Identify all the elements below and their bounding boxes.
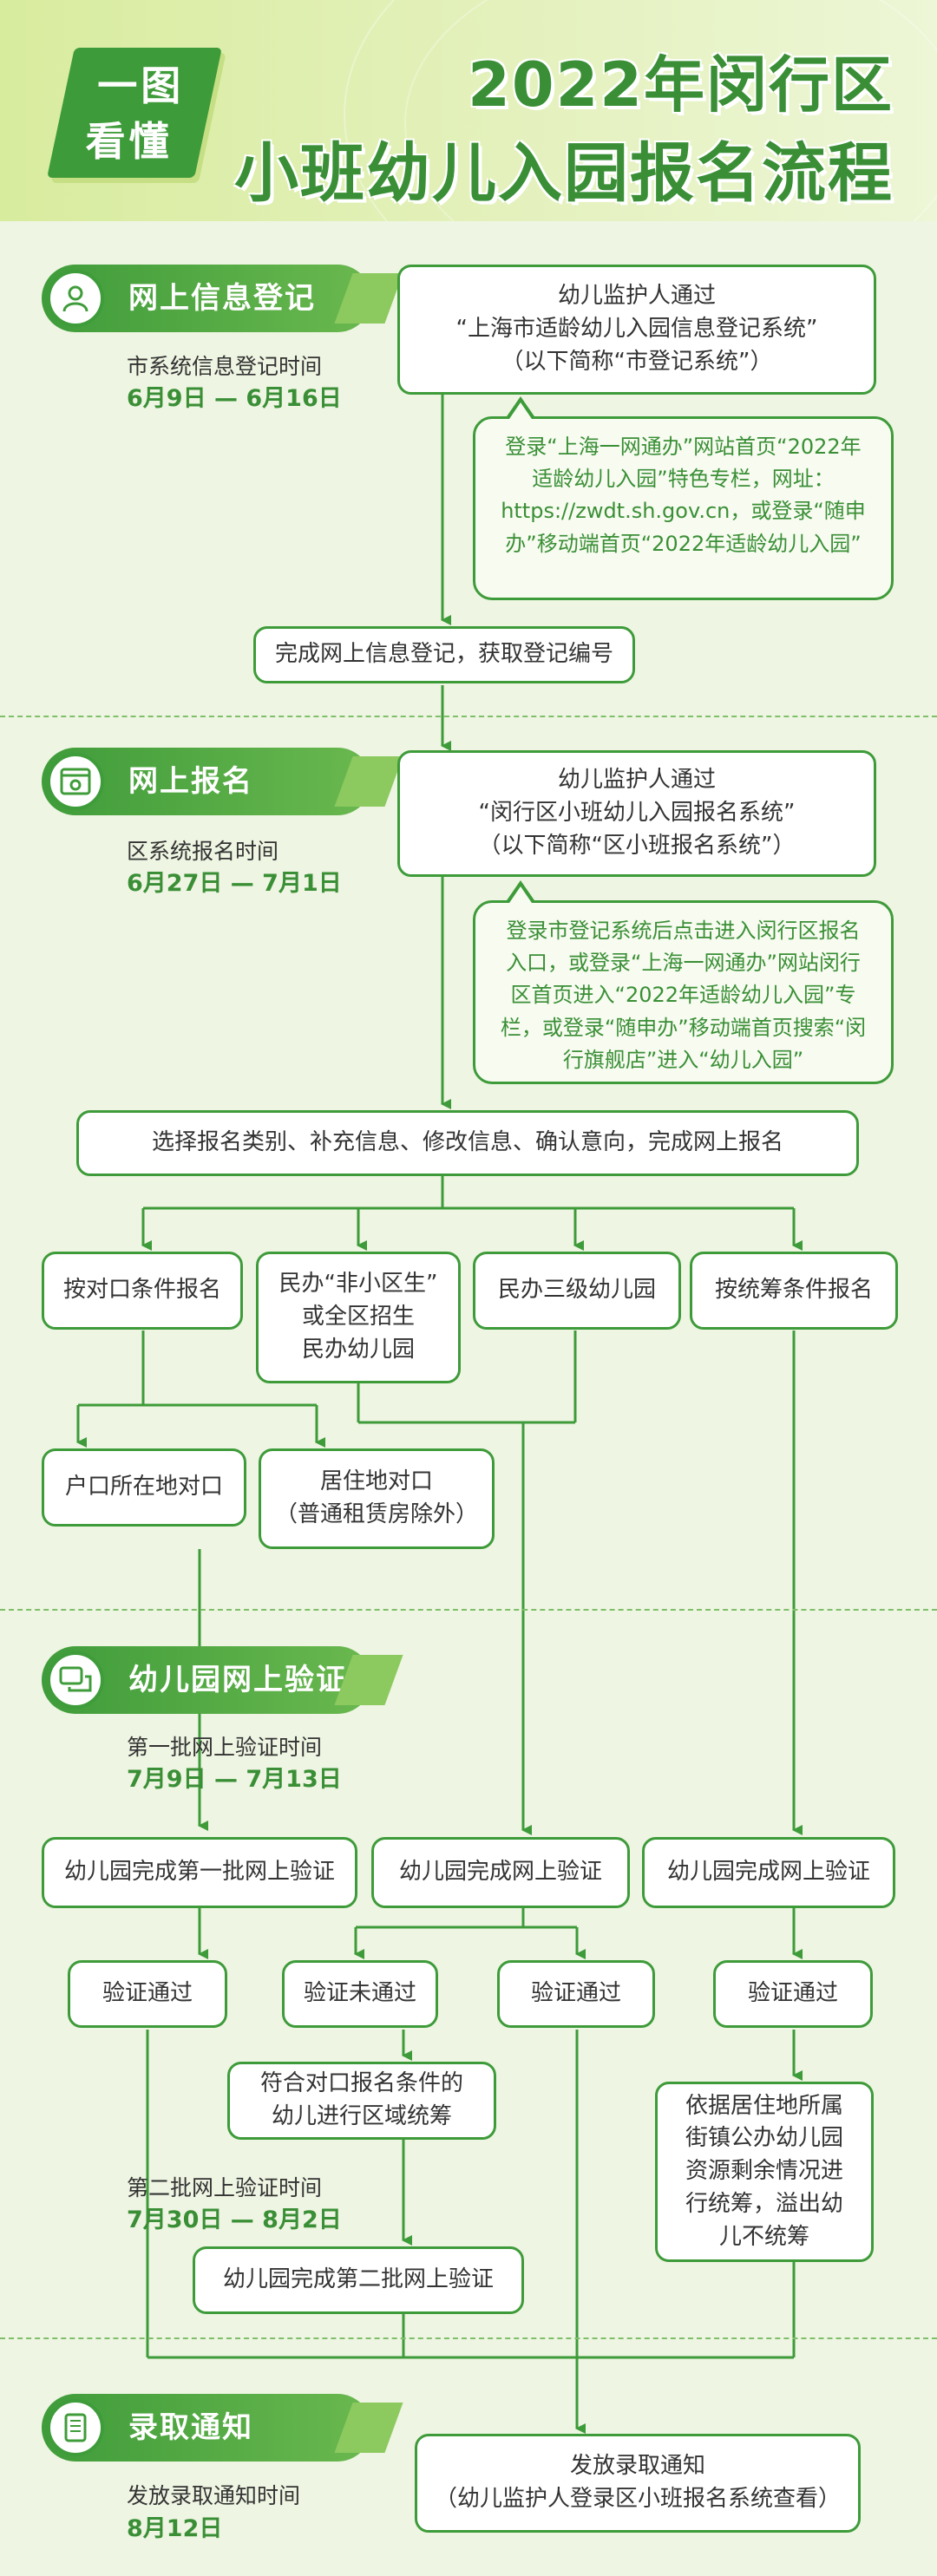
stage-online-registration: 网上信息登记: [42, 265, 371, 332]
box-line: 街镇公办幼儿园: [685, 2125, 843, 2152]
box-line: （以下简称“区小班报名系统”）: [478, 832, 796, 859]
district-system-note: 登录市登记系统后点击进入闵行区报名入口，或登录“上海一网通办”网站闵行区首页进入…: [473, 880, 894, 1084]
stage-label: 幼儿园网上验证: [128, 1663, 347, 1697]
time-label: 市系统信息登记时间: [127, 354, 323, 379]
pass-mid-box: 验证通过: [497, 1960, 655, 2028]
regional-overall-box: 符合对口报名条件的 幼儿进行区域统筹: [227, 2062, 496, 2140]
stage-online-application: 网上报名: [42, 748, 371, 815]
verify-right-box: 幼儿园完成网上验证: [642, 1837, 895, 1908]
box-line: 儿不统筹: [718, 2223, 809, 2250]
time-label: 发放录取通知时间: [127, 2483, 301, 2508]
box-line: （以下简称“市登记系统”）: [501, 348, 773, 375]
guardian-city-system-box: 幼儿监护人通过 “上海市适龄幼儿入园信息登记系统” （以下简称“市登记系统”）: [397, 265, 876, 395]
issue-notice-box: 发放录取通知 （幼儿监护人登录区小班报名系统查看）: [415, 2434, 861, 2533]
decorative-arc: [344, 0, 937, 221]
guardian-district-system-box: 幼儿监护人通过 “闵行区小班幼儿入园报名系统” （以下简称“区小班报名系统”）: [397, 750, 876, 877]
time-value: 6月27日 — 7月1日: [127, 870, 342, 897]
time-label: 第二批网上验证时间: [127, 2175, 323, 2200]
chat-bubbles-icon: [47, 1651, 104, 1709]
overall-description-box: 依据居住地所属 街镇公办幼儿园 资源剩余情况进 行统筹，溢出幼 儿不统筹: [655, 2082, 874, 2262]
box-line: 或全区招生: [301, 1304, 415, 1330]
box-line: “上海市适龄幼儿入园信息登记系统”: [455, 316, 818, 343]
stage-label: 网上信息登记: [128, 281, 316, 316]
header-banner: 一图 看懂 2022年闵行区 小班幼儿入园报名流程: [0, 0, 937, 221]
category-private-nonlocal-box: 民办“非小区生” 或全区招生 民办幼儿园: [256, 1252, 461, 1383]
time-label: 区系统报名时间: [127, 839, 279, 864]
page-title-line2: 小班幼儿入园报名流程: [234, 136, 894, 211]
box-line: 依据居住地所属: [685, 2092, 843, 2119]
select-category-box: 选择报名类别、补充信息、修改信息、确认意向，完成网上报名: [76, 1110, 859, 1176]
person-icon: [47, 270, 104, 327]
box-line: “闵行区小班幼儿入园报名系统”: [478, 800, 796, 827]
verify-batch2-box: 幼儿园完成第二批网上验证: [193, 2246, 524, 2314]
verify-batch1-box: 幼儿园完成第一批网上验证: [42, 1837, 357, 1908]
fail-mid-box: 验证未通过: [282, 1960, 438, 2028]
residence-counterpart-box: 居住地对口 （普通租赁房除外）: [259, 1448, 495, 1549]
box-line: 居住地对口: [319, 1468, 433, 1495]
city-system-note: 登录“上海一网通办”网站首页“2022年适龄幼儿入园”特色专栏，网址：https…: [473, 396, 894, 600]
box-line: 幼儿进行区域统筹: [271, 2103, 452, 2129]
section-divider: [0, 716, 937, 717]
time-label: 第一批网上验证时间: [127, 1735, 323, 1760]
hukou-counterpart-box: 户口所在地对口: [42, 1448, 246, 1527]
decorative-arc: [404, 0, 937, 221]
box-line: 幼儿监护人通过: [557, 767, 716, 794]
section-divider: [0, 1609, 937, 1611]
category-counterpart-box: 按对口条件报名: [42, 1252, 243, 1330]
box-line: 民办“非小区生”: [278, 1271, 438, 1298]
browser-window-icon: [47, 753, 104, 810]
box-line: 发放录取通知: [569, 2453, 705, 2480]
box-line: （普通租赁房除外）: [274, 1501, 478, 1527]
complete-registration-box: 完成网上信息登记，获取登记编号: [253, 626, 635, 683]
box-line: 民办幼儿园: [301, 1336, 415, 1363]
section-divider: [0, 2337, 937, 2339]
pass-right-box: 验证通过: [713, 1960, 873, 2028]
time-value: 7月9日 — 7月13日: [127, 1766, 342, 1793]
box-line: （幼儿监护人登录区小班报名系统查看）: [434, 2486, 841, 2512]
box-line: 资源剩余情况进: [685, 2158, 843, 2185]
time-value: 6月9日 — 6月16日: [127, 385, 342, 412]
pass-left-box: 验证通过: [68, 1960, 227, 2028]
box-line: 符合对口报名条件的: [259, 2070, 463, 2097]
stage-kindergarten-verification: 幼儿园网上验证: [42, 1646, 371, 1714]
stage-label: 录取通知: [128, 2410, 253, 2445]
verify-mid-box: 幼儿园完成网上验证: [371, 1837, 630, 1908]
box-line: 行统筹，溢出幼: [685, 2190, 843, 2217]
phone-icon: [47, 2399, 104, 2456]
time-value: 8月12日: [127, 2515, 223, 2542]
time-value: 7月30日 — 8月2日: [127, 2207, 342, 2233]
stage-admission-notice: 录取通知: [42, 2394, 371, 2462]
category-overall-box: 按统筹条件报名: [690, 1252, 898, 1330]
stage-label: 网上报名: [128, 764, 253, 799]
page-title-line1: 2022年闵行区: [468, 49, 894, 121]
category-private-grade3-box: 民办三级幼儿园: [473, 1252, 681, 1330]
box-line: 幼儿监护人通过: [557, 283, 716, 310]
